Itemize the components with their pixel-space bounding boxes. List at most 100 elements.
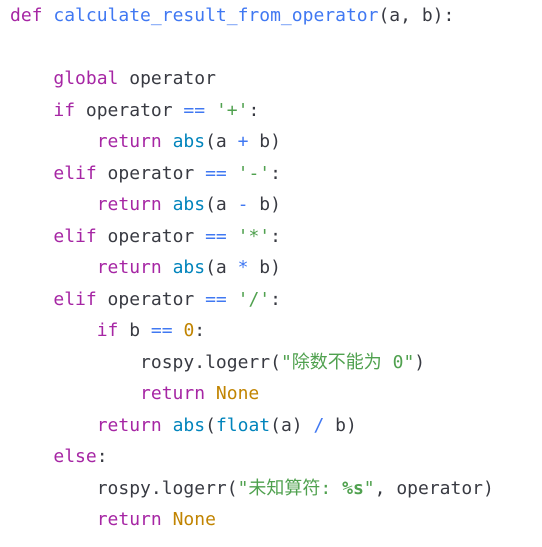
- code-token-esc: %s: [342, 478, 364, 499]
- code-token-op: ==: [183, 100, 206, 121]
- code-token-kw: return: [140, 383, 206, 404]
- code-line: if operator == '+':: [10, 99, 259, 123]
- code-token-plain: [162, 257, 173, 278]
- code-indent: [10, 383, 140, 404]
- code-line: if b == 0:: [10, 319, 205, 343]
- code-line: elif operator == '-':: [10, 162, 281, 186]
- code-token-kw: elif: [53, 163, 97, 184]
- code-line: else:: [10, 445, 108, 469]
- code-indent: [10, 320, 97, 341]
- code-token-plain: [173, 320, 184, 341]
- code-token-str: '-': [237, 163, 271, 184]
- code-line: elif operator == '*':: [10, 225, 281, 249]
- code-token-op: /: [313, 415, 325, 436]
- code-token-op: *: [237, 257, 249, 278]
- code-token-str: "未知算符:: [237, 478, 343, 499]
- code-token-plain: b): [248, 257, 281, 278]
- code-line: global operator: [10, 67, 216, 91]
- code-line: return abs(a + b): [10, 130, 281, 154]
- code-token-kw: elif: [53, 226, 97, 247]
- code-indent: [10, 194, 97, 215]
- code-token-num: 0: [183, 320, 195, 341]
- code-token-kw: return: [96, 257, 162, 278]
- code-token-plain: ): [414, 352, 426, 373]
- code-indent: [10, 352, 140, 373]
- code-indent: [10, 509, 97, 530]
- code-line: return None: [10, 508, 216, 532]
- code-token-plain: , operator): [374, 478, 494, 499]
- code-token-plain: rospy.logerr(: [96, 478, 238, 499]
- code-token-num: None: [215, 383, 260, 404]
- code-token-plain: b): [324, 415, 357, 436]
- code-token-plain: operator: [96, 226, 206, 247]
- code-token-kw: if: [96, 320, 119, 341]
- code-indent: [10, 478, 97, 499]
- code-token-num: None: [172, 509, 216, 530]
- code-token-kw: elif: [53, 289, 97, 310]
- code-token-plain: :: [270, 289, 281, 310]
- code-token-str: "除数不能为 0": [280, 352, 415, 373]
- code-token-str: ": [363, 478, 375, 499]
- code-token-plain: [162, 509, 173, 530]
- code-token-plain: b): [248, 131, 281, 152]
- code-token-kw: return: [96, 131, 162, 152]
- code-token-builtin: abs: [172, 257, 206, 278]
- code-token-plain: [162, 415, 173, 436]
- code-token-op: ==: [205, 289, 227, 310]
- code-token-kw: else: [53, 446, 97, 467]
- code-token-op: ==: [150, 320, 173, 341]
- code-token-plain: :: [270, 163, 281, 184]
- code-token-kw: if: [53, 100, 76, 121]
- code-line: elif operator == '/':: [10, 288, 281, 312]
- code-token-plain: [227, 163, 238, 184]
- code-indent: [10, 446, 53, 467]
- code-token-op: ==: [205, 226, 227, 247]
- code-token-plain: (a: [205, 131, 238, 152]
- code-token-plain: operator: [96, 163, 206, 184]
- code-token-builtin: abs: [172, 415, 206, 436]
- code-token-str: '+': [215, 100, 249, 121]
- code-token-kw: return: [96, 194, 162, 215]
- code-token-fn: calculate_result_from_operator: [53, 5, 379, 26]
- code-indent: [10, 68, 53, 89]
- code-token-plain: :: [270, 226, 281, 247]
- code-indent: [10, 257, 97, 278]
- code-token-builtin: abs: [172, 131, 206, 152]
- code-line: rospy.logerr("除数不能为 0"): [10, 351, 425, 375]
- code-token-plain: (: [205, 415, 216, 436]
- code-token-plain: (a, b):: [378, 5, 455, 26]
- code-token-plain: :: [248, 100, 260, 121]
- code-line: rospy.logerr("未知算符: %s", operator): [10, 477, 494, 501]
- code-line: return abs(a * b): [10, 256, 281, 280]
- code-token-builtin: abs: [172, 194, 206, 215]
- code-indent: [10, 226, 53, 247]
- code-token-plain: operator: [96, 289, 206, 310]
- code-token-builtin: float: [215, 415, 271, 436]
- code-token-op: ==: [205, 163, 227, 184]
- code-token-plain: [43, 5, 54, 26]
- code-token-plain: operator: [118, 68, 216, 89]
- code-token-op: +: [237, 131, 249, 152]
- code-token-plain: b: [118, 320, 151, 341]
- code-token-plain: [205, 100, 216, 121]
- code-token-plain: [162, 131, 173, 152]
- code-token-str: '/': [237, 289, 271, 310]
- code-token-kw: global: [53, 68, 119, 89]
- code-token-plain: :: [194, 320, 206, 341]
- code-token-plain: [227, 226, 238, 247]
- code-indent: [10, 131, 97, 152]
- code-token-plain: (a: [205, 257, 238, 278]
- code-token-plain: [227, 289, 238, 310]
- code-indent: [10, 289, 53, 310]
- code-token-plain: [162, 194, 173, 215]
- code-token-str: '*': [237, 226, 271, 247]
- code-indent: [10, 163, 53, 184]
- code-indent: [10, 100, 53, 121]
- code-token-plain: (a: [205, 194, 238, 215]
- code-token-plain: :: [96, 446, 108, 467]
- code-token-kw: def: [10, 5, 43, 26]
- code-line: return None: [10, 382, 259, 406]
- code-token-plain: [205, 383, 216, 404]
- code-token-plain: rospy.logerr(: [140, 352, 281, 373]
